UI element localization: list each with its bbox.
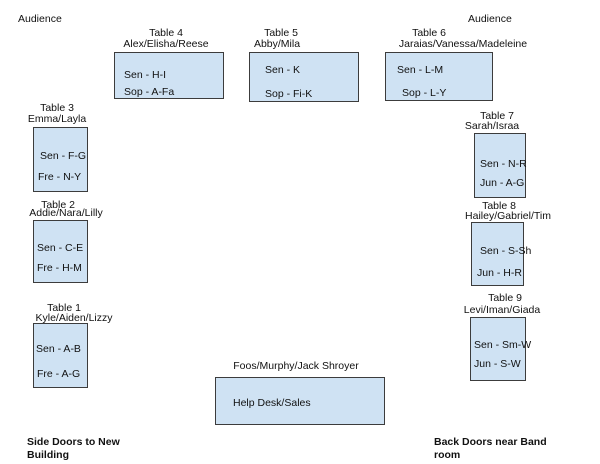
table-3-line1: Sen - F-G bbox=[40, 150, 87, 162]
table-1-box: Sen - A-B Fre - A-G bbox=[33, 323, 88, 388]
table-2-title: Table 2 bbox=[41, 199, 75, 211]
table-8-line2: Jun - H-R bbox=[477, 267, 522, 279]
side-doors-line2: Building bbox=[27, 449, 69, 461]
table-9-names: Levi/Iman/Giada bbox=[463, 304, 541, 316]
table-2-line1: Sen - C-E bbox=[37, 242, 84, 254]
table-9-line1: Sen - Sm-W bbox=[474, 339, 532, 351]
table-4-names: Alex/Elisha/Reese bbox=[123, 38, 209, 50]
table-1-line1: Sen - A-B bbox=[36, 343, 81, 355]
table-5-line1: Sen - K bbox=[265, 64, 301, 76]
table-3-names: Emma/Layla bbox=[27, 113, 87, 125]
table-9-title: Table 9 bbox=[488, 292, 522, 304]
help-desk-label: Help Desk/Sales bbox=[233, 397, 311, 409]
table-8-names: Hailey/Gabriel/Tim bbox=[465, 210, 551, 222]
table-1-names: Kyle/Aiden/Lizzy bbox=[35, 312, 113, 324]
table-7-line2: Jun - A-G bbox=[480, 177, 525, 189]
table-2-line2: Fre - H-M bbox=[37, 262, 82, 274]
table-3-line2: Fre - N-Y bbox=[38, 171, 82, 183]
table-3-box: Sen - F-G Fre - N-Y bbox=[33, 127, 88, 192]
table-7-names: Sarah/Israa bbox=[464, 120, 520, 132]
table-9-line2: Jun - S-W bbox=[474, 358, 521, 370]
table-2-box: Sen - C-E Fre - H-M bbox=[33, 220, 88, 283]
table-1-line2: Fre - A-G bbox=[37, 368, 81, 380]
help-desk-box: Help Desk/Sales bbox=[215, 377, 385, 425]
help-desk-names: Foos/Murphy/Jack Shroyer bbox=[233, 360, 359, 372]
table-1-title: Table 1 bbox=[47, 302, 81, 314]
table-6-names: Jaraias/Vanessa/Madeleine bbox=[398, 38, 528, 50]
audience-label-right: Audience bbox=[468, 13, 512, 25]
back-doors-line2: room bbox=[434, 449, 461, 461]
table-9-box: Sen - Sm-W Jun - S-W bbox=[470, 317, 531, 381]
table-4-line1: Sen - H-I bbox=[124, 69, 167, 81]
table-8-box: Sen - S-Sh Jun - H-R bbox=[471, 222, 531, 286]
table-5-title: Table 5 bbox=[264, 27, 298, 39]
table-6-line1: Sen - L-M bbox=[397, 64, 444, 76]
table-6-box: Sen - L-M Sop - L-Y bbox=[385, 52, 493, 101]
table-6-line2: Sop - L-Y bbox=[402, 87, 447, 99]
table-2-names: Addie/Nara/Lilly bbox=[29, 207, 103, 219]
table-5-line2: Sop - Fi-K bbox=[265, 88, 313, 100]
back-doors-line1: Back Doors near Band bbox=[434, 436, 547, 448]
table-3-title: Table 3 bbox=[40, 102, 74, 114]
side-doors-line1: Side Doors to New bbox=[27, 436, 120, 448]
table-6-title: Table 6 bbox=[412, 27, 446, 39]
table-5-box: Sen - K Sop - Fi-K bbox=[249, 52, 359, 102]
table-7-line1: Sen - N-R bbox=[480, 158, 527, 170]
table-4-line2: Sop - A-Fa bbox=[124, 86, 175, 98]
table-8-title: Table 8 bbox=[482, 200, 516, 212]
table-7-title: Table 7 bbox=[480, 110, 514, 122]
table-5-names: Abby/Mila bbox=[253, 38, 301, 50]
audience-label-left: Audience bbox=[18, 13, 62, 25]
table-4-title: Table 4 bbox=[149, 27, 183, 39]
table-7-box: Sen - N-R Jun - A-G bbox=[474, 133, 527, 198]
table-8-line1: Sen - S-Sh bbox=[480, 245, 532, 257]
table-4-box: Sen - H-I Sop - A-Fa bbox=[114, 52, 224, 99]
